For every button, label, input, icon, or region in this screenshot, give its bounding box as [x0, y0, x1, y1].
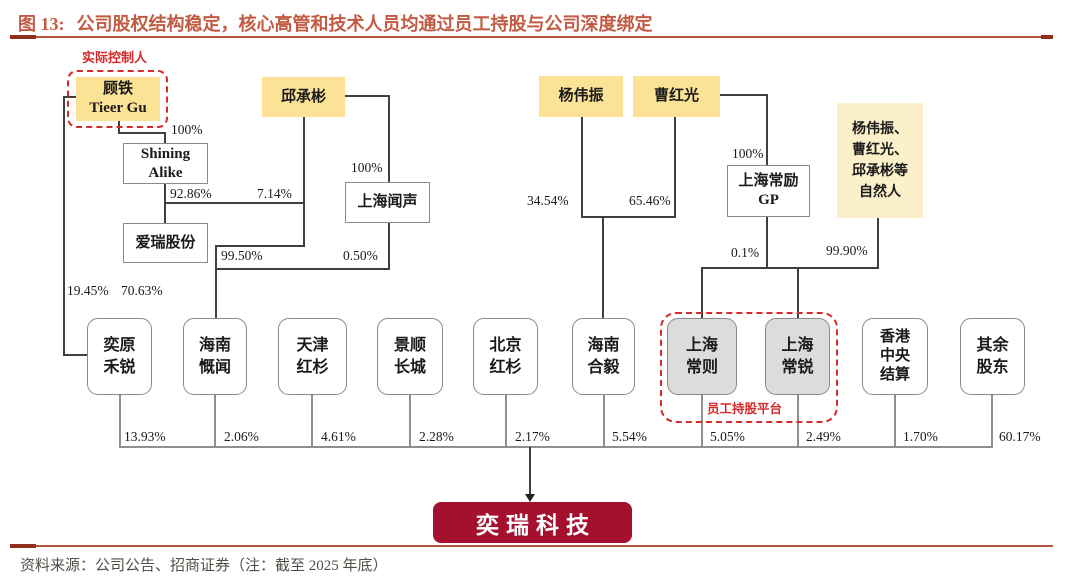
pct-yang-heyi: 34.54% — [527, 193, 569, 208]
pct-gu-yiyuan: 19.45% — [67, 283, 109, 298]
connector-line — [701, 267, 879, 269]
connector-line — [581, 117, 583, 218]
holder-shanghai-changrui: 上海 常锐 — [765, 318, 830, 395]
holder-other-shareholders: 其余 股东 — [960, 318, 1025, 395]
pct-beijing: 2.17% — [515, 429, 550, 444]
connector-line — [215, 268, 390, 270]
pct-airui-yiyuan: 70.63% — [121, 283, 163, 298]
source-note: 资料来源：公司公告、招商证券（注：截至 2025 年底） — [20, 558, 388, 574]
connector-line — [766, 217, 768, 269]
pct-kaiwen: 2.06% — [224, 429, 259, 444]
pct-wensheng-hainankw: 0.50% — [343, 248, 378, 263]
connector-line — [602, 216, 604, 318]
figure-title-text: 公司股权结构稳定，核心高管和技术人员均通过员工持股与公司深度绑定 — [76, 14, 653, 34]
title-underline — [10, 36, 1053, 38]
esop-dashed-box — [660, 312, 838, 423]
node-airui: 爱瑞股份 — [123, 223, 208, 263]
connector-line — [303, 117, 305, 247]
pct-qiu-hainankw: 99.50% — [221, 248, 263, 263]
connector-line — [63, 96, 78, 98]
connector-line — [388, 95, 390, 182]
pct-yiyuan: 13.93% — [124, 429, 166, 444]
connector-line — [505, 395, 507, 447]
esop-platform-tag: 员工持股平台 — [707, 402, 783, 416]
holder-jingshun-changcheng: 景顺 长城 — [377, 318, 443, 395]
pct-hkcc: 1.70% — [903, 429, 938, 444]
connector-line — [719, 94, 768, 96]
actual-controller-dashed-box — [67, 70, 168, 128]
node-gu-tie: 顾铁 Tieer Gu — [76, 77, 160, 121]
holder-yiyuan-herui: 奕原 禾锐 — [87, 318, 152, 395]
holder-hainan-kaiwen: 海南 慨闻 — [183, 318, 247, 395]
pct-qiu-airui: 7.14% — [257, 186, 292, 201]
node-shanghai-wensheng: 上海闻声 — [345, 182, 430, 223]
actual-controller-tag: 实际控制人 — [82, 50, 148, 65]
connector-line — [991, 395, 993, 447]
pct-changze: 5.05% — [710, 429, 745, 444]
pct-jingshun: 2.28% — [419, 429, 454, 444]
pct-heyi: 5.54% — [612, 429, 647, 444]
node-cao-hongguang: 曹红光 — [633, 76, 720, 117]
figure-title: 图 13: 公司股权结构稳定，核心高管和技术人员均通过员工持股与公司深度绑定 — [18, 10, 653, 36]
pct-qiu-wensheng: 100% — [351, 160, 383, 175]
holder-hk-central-clearing: 香港 中央 结算 — [862, 318, 928, 395]
holder-beijing-hongshan: 北京 红杉 — [473, 318, 538, 395]
pct-shining-airui: 92.86% — [170, 186, 212, 201]
connector-line — [345, 95, 390, 97]
node-changli-gp: 上海常励 GP — [727, 165, 810, 217]
shareholder-bus-line — [119, 446, 993, 448]
connector-line — [797, 267, 799, 318]
node-qiu-chengbin: 邱承彬 — [262, 77, 345, 117]
connector-line — [877, 218, 879, 269]
connector-line — [311, 395, 313, 447]
pct-cao-heyi: 65.46% — [629, 193, 671, 208]
connector-line — [119, 395, 121, 447]
footer-rule-left-tip — [10, 544, 36, 548]
title-underline-right-tip — [1041, 35, 1053, 39]
connector-line — [164, 132, 166, 144]
connector-line — [215, 245, 217, 318]
node-natural-persons: 杨伟振、 曹红光、 邱承彬等 自然人 — [837, 103, 923, 218]
connector-line — [766, 94, 768, 165]
node-company-yirui: 奕瑞科技 — [433, 502, 632, 543]
arrow-line — [529, 447, 531, 495]
node-yang-weizhen: 杨伟振 — [539, 76, 623, 117]
figure-number: 图 13: — [18, 14, 65, 34]
connector-line — [603, 395, 605, 447]
connector-line — [409, 395, 411, 447]
pct-others: 60.17% — [999, 429, 1041, 444]
pct-tianjin: 4.61% — [321, 429, 356, 444]
holder-hainan-heyi: 海南 合毅 — [572, 318, 635, 395]
connector-line — [388, 223, 390, 270]
connector-line — [118, 132, 166, 134]
pct-gu-shining: 100% — [171, 122, 203, 137]
connector-line — [63, 354, 88, 356]
connector-line — [214, 395, 216, 447]
connector-line — [164, 202, 305, 204]
connector-line — [215, 245, 305, 247]
connector-line — [674, 117, 676, 218]
holder-tianjin-hongshan: 天津 红杉 — [278, 318, 347, 395]
connector-line — [63, 96, 65, 356]
node-shining-alike: Shining Alike — [123, 143, 208, 184]
holder-shanghai-changze: 上海 常则 — [667, 318, 737, 395]
connector-line — [894, 395, 896, 447]
footer-rule — [10, 545, 1053, 547]
title-underline-left-tip — [10, 35, 36, 39]
pct-changrui: 2.49% — [806, 429, 841, 444]
connector-line — [164, 184, 166, 224]
connector-line — [581, 216, 676, 218]
connector-line — [701, 267, 703, 318]
arrow-down-icon — [525, 494, 535, 502]
pct-persons-esop: 99.90% — [826, 243, 868, 258]
pct-cao-changli: 100% — [732, 146, 764, 161]
pct-changli-esop: 0.1% — [731, 245, 760, 260]
